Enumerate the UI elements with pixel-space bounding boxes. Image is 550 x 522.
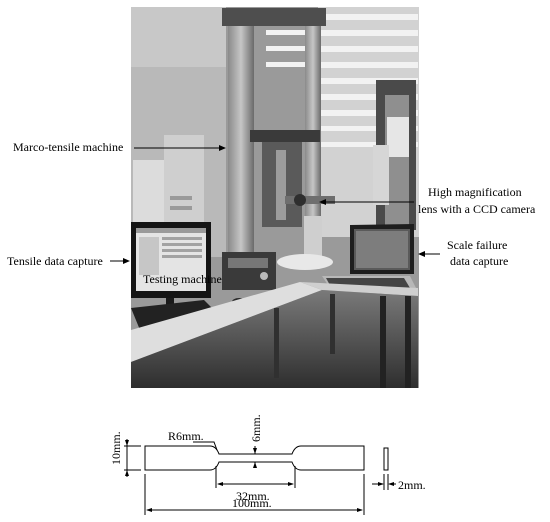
- keyboard: [131, 300, 216, 330]
- label-neck-height: 6mm.: [249, 414, 263, 442]
- arrow-head: [123, 258, 130, 264]
- annotation-macro-tensile: Marco-tensile machine: [13, 140, 226, 154]
- label-tensile-data: Tensile data capture: [7, 254, 103, 268]
- lab-photograph: Testing machine: [131, 7, 419, 388]
- arrow-head: [219, 145, 226, 151]
- leader-radius: [193, 441, 218, 451]
- annotation-scale-failure: Scale failure data capture: [418, 238, 508, 268]
- monitor-text: Testing machine: [143, 272, 222, 286]
- dim-height: [124, 439, 141, 477]
- specimen-drawing: [124, 439, 396, 515]
- label-gauge-length: 32mm.: [236, 489, 270, 503]
- ccd-camera: [294, 194, 306, 206]
- label-macro-tensile: Marco-tensile machine: [13, 140, 123, 154]
- tensile-machine-frame: [222, 8, 335, 270]
- arrow-head: [418, 251, 425, 257]
- label-scale-line2: data capture: [450, 254, 508, 268]
- dim-gauge-length: [215, 466, 296, 488]
- ccd-lens-arm: [285, 196, 335, 204]
- dim-total-length: [144, 474, 365, 515]
- label-total-length: 100mm.: [232, 496, 272, 510]
- label-lens-line1: High magnification: [428, 185, 522, 199]
- tensile-data-monitor: Testing machine: [131, 222, 222, 308]
- dim-neck: [253, 446, 257, 468]
- label-radius: R6mm.: [168, 429, 204, 443]
- window-blinds: [266, 14, 418, 147]
- label-lens-line2: lens with a CCD camera: [418, 202, 536, 216]
- lab-tables: [131, 282, 418, 388]
- label-thickness: 2mm.: [398, 478, 426, 492]
- dim-thickness: [372, 474, 396, 490]
- specimen-side-view: [383, 447, 389, 471]
- arrow-head: [319, 199, 326, 205]
- annotation-lens: High magnification lens with a CCD camer…: [319, 185, 536, 216]
- annotation-tensile-data: Tensile data capture: [7, 254, 130, 268]
- label-height: 10mm.: [109, 431, 123, 465]
- wall-poster: [387, 117, 409, 157]
- label-scale-line1: Scale failure: [447, 238, 507, 252]
